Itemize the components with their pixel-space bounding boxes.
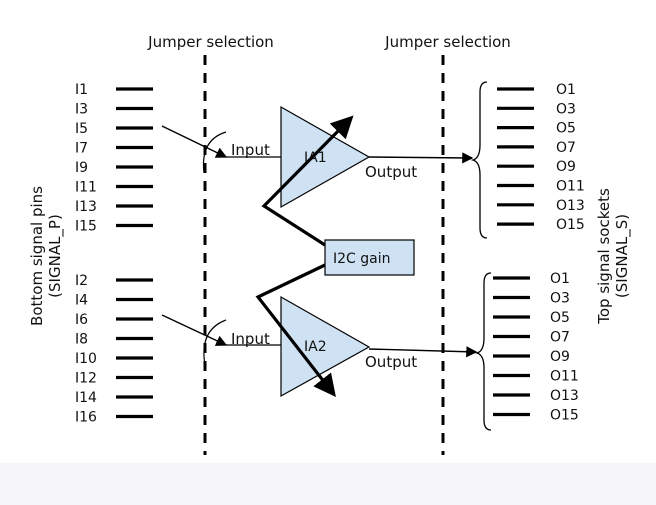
gain-control-arrow-ia1 — [261, 115, 354, 247]
input-pin-label: I9 — [75, 160, 88, 176]
output-socket-label: O11 — [550, 369, 579, 385]
input-pin-label: I10 — [75, 351, 97, 367]
input-pin-label: I6 — [75, 312, 88, 328]
output-socket-label: O9 — [550, 349, 570, 365]
output-brace-bottom — [474, 272, 492, 431]
output-socket-label: O5 — [550, 310, 570, 326]
output-socket-label: O1 — [550, 271, 570, 287]
input-jumper-arrow-bottom — [161, 314, 228, 346]
output-socket-label: O15 — [556, 217, 585, 233]
input-pin-label: I11 — [75, 180, 97, 196]
jumper-selection-right-header: Jumper selection — [384, 33, 511, 51]
amp2-output-arrow — [368, 346, 478, 358]
i2c-gain-label: I2C gain — [333, 251, 391, 267]
input-pin-label: I7 — [75, 141, 88, 157]
input-jumper-arrow-top — [161, 125, 228, 158]
gain-control-arrow-ia2 — [255, 263, 336, 398]
output-brace-top — [470, 81, 488, 239]
jumper-arc-bottom — [203, 319, 227, 366]
footer-band — [0, 463, 656, 505]
output-socket-label: O15 — [550, 408, 579, 424]
input-pin-label: I3 — [75, 102, 88, 118]
output-socket-label: O3 — [550, 291, 570, 307]
input-pin-label: I4 — [75, 293, 88, 309]
input-pin-label: I14 — [75, 390, 97, 406]
amp2-output-label: Output — [365, 353, 417, 371]
input-pin-label: I1 — [75, 82, 88, 98]
output-socket-label: O7 — [556, 140, 576, 156]
input-pin-label: I15 — [75, 219, 97, 235]
i2c-gain-box — [324, 239, 415, 276]
signal-s-label: (SIGNAL_S) — [613, 214, 632, 298]
amp1-output-arrow — [368, 152, 474, 164]
amp1-input-label: Input — [231, 141, 270, 159]
bottom-signal-pins-label: Bottom signal pins — [28, 186, 46, 326]
top-signal-sockets-label: Top signal sockets — [595, 188, 613, 325]
output-socket-label: O13 — [556, 198, 585, 214]
amp2-name: IA2 — [304, 339, 327, 355]
input-pin-label: I12 — [75, 371, 97, 387]
output-socket-label: O13 — [550, 388, 579, 404]
amp1-output-label: Output — [365, 163, 417, 181]
output-socket-label: O5 — [556, 121, 576, 137]
amplifier-ia2-triangle — [280, 295, 371, 398]
input-pin-label: I5 — [75, 121, 88, 137]
signal-p-label: (SIGNAL_P) — [46, 214, 65, 298]
output-socket-label: O11 — [556, 179, 585, 195]
signal-routing-diagram: Jumper selection Jumper selection Bottom… — [28, 33, 632, 455]
output-socket-label: O3 — [556, 101, 576, 117]
output-socket-label: O7 — [550, 330, 570, 346]
input-pin-label: I13 — [75, 199, 97, 215]
input-pin-label: I8 — [75, 332, 88, 348]
output-socket-label: O9 — [556, 159, 576, 175]
amplifier-ia1-triangle — [280, 105, 371, 209]
output-socket-label: O1 — [556, 82, 576, 98]
jumper-selection-left-header: Jumper selection — [147, 33, 274, 51]
input-pin-label: I16 — [75, 410, 97, 426]
jumper-arc-top — [202, 131, 227, 174]
input-pin-label: I2 — [75, 273, 88, 289]
amp2-input-label: Input — [231, 330, 270, 348]
